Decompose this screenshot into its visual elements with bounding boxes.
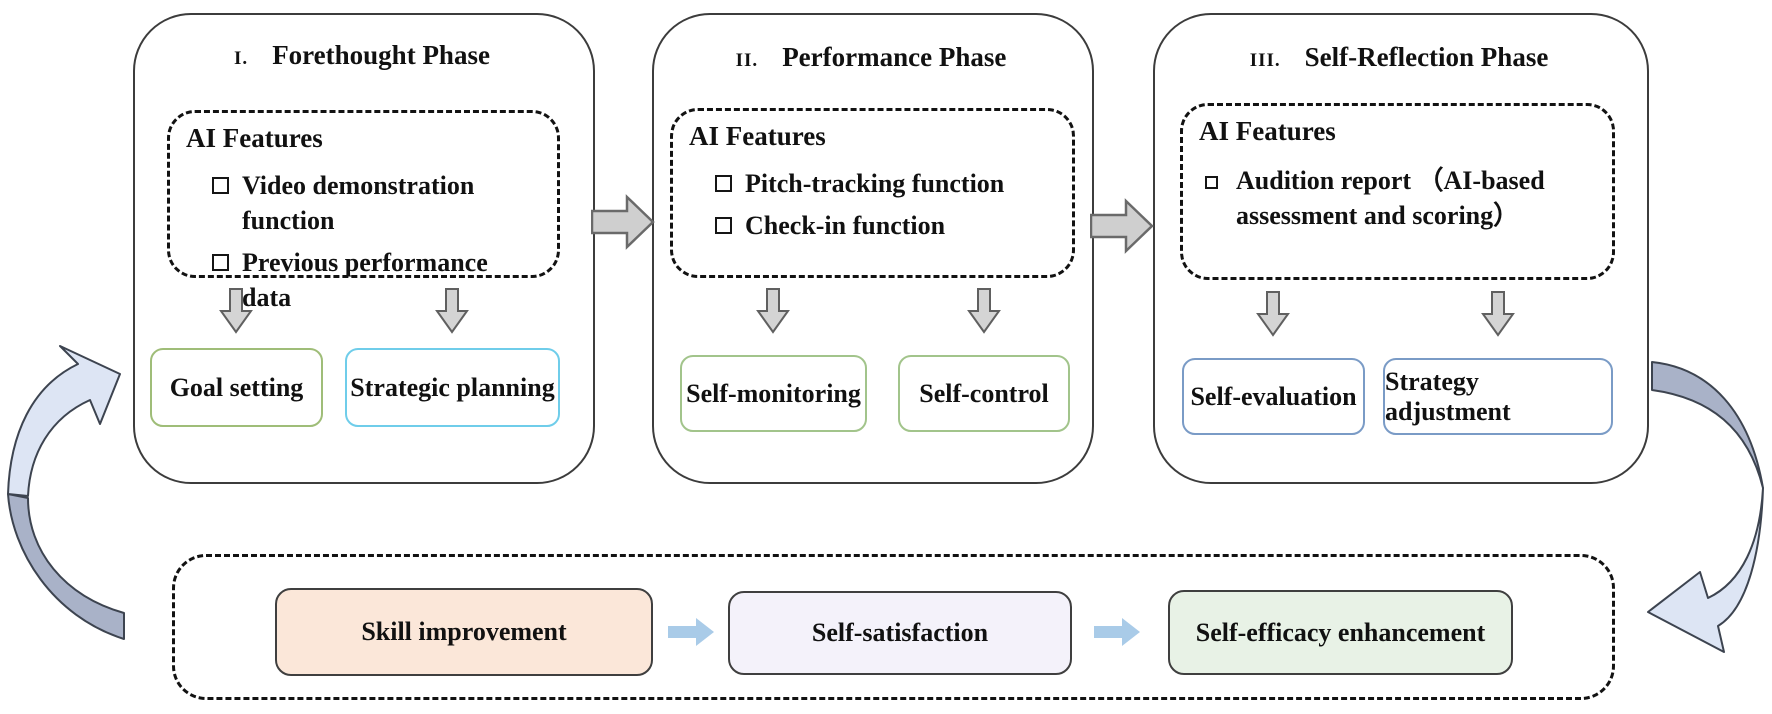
ai-features-heading: AI Features (1199, 116, 1336, 146)
square-bullet-icon (1205, 176, 1218, 189)
phase-title-text: Self-Reflection Phase (1304, 42, 1549, 72)
skill-improvement-box: Skill improvement (275, 588, 653, 676)
ai-features-heading: AI Features (689, 121, 826, 151)
feature-label: Previous performance data (242, 248, 488, 313)
feature-label: Audition report （AI-based assessment and… (1236, 166, 1545, 231)
phase-numeral: I. (234, 48, 249, 69)
ai-features-box-performance: AI Features Pitch-tracking function Chec… (670, 108, 1075, 278)
list-item: Previous performance data (212, 245, 543, 315)
down-arrow-icon (967, 288, 1001, 334)
box-label: Self-efficacy enhancement (1195, 617, 1486, 647)
right-arrow-icon (1090, 198, 1154, 254)
feature-label: Video demonstration function (242, 171, 475, 236)
ai-features-list: Audition report （AI-based assessment and… (1199, 163, 1598, 233)
feature-label: Pitch-tracking function (745, 169, 1005, 198)
box-label: Self-monitoring (686, 378, 861, 408)
strategic-planning-box: Strategic planning (345, 348, 560, 427)
right-arrow-icon (1094, 618, 1140, 646)
box-label: Skill improvement (361, 617, 567, 646)
list-item: Audition report （AI-based assessment and… (1203, 163, 1598, 233)
down-arrow-icon (1481, 291, 1515, 337)
self-efficacy-enhancement-box: Self-efficacy enhancement (1168, 590, 1513, 675)
phase-performance-title: II. Performance Phase (652, 42, 1090, 73)
phase-numeral: III. (1249, 50, 1281, 71)
box-label: Goal setting (169, 372, 304, 402)
ai-features-heading: AI Features (186, 123, 323, 153)
list-item: Video demonstration function (212, 168, 543, 238)
self-satisfaction-box: Self-satisfaction (728, 591, 1072, 675)
ai-features-box-self-reflection: AI Features Audition report （AI-based as… (1180, 103, 1615, 280)
box-label: Self-satisfaction (811, 618, 989, 647)
self-control-box: Self-control (898, 355, 1070, 432)
ai-features-list: Pitch-tracking function Check-in functio… (689, 166, 1058, 243)
box-label: Strategic planning (350, 372, 555, 402)
cycle-arrow-left-icon (7, 345, 125, 640)
ai-features-list: Video demonstration function Previous pe… (186, 168, 543, 315)
phase-title-text: Forethought Phase (272, 40, 490, 70)
cycle-arrow-right-icon (1647, 361, 1764, 653)
down-arrow-icon (435, 288, 469, 334)
self-monitoring-box: Self-monitoring (680, 355, 867, 432)
feature-label: Check-in function (745, 211, 946, 241)
phase-numeral: II. (735, 50, 759, 71)
right-arrow-icon (668, 618, 714, 646)
ai-features-box-forethought: AI Features Video demonstration function… (167, 110, 560, 312)
box-label: Self-control (919, 378, 1049, 408)
list-item: Check-in function (715, 208, 1058, 243)
box-label: Self-evaluation (1190, 381, 1357, 411)
square-bullet-icon (212, 177, 229, 194)
phase-title-text: Performance Phase (782, 42, 1007, 72)
goal-setting-box: Goal setting (150, 348, 323, 427)
box-label: Strategy adjustment (1385, 366, 1511, 426)
down-arrow-icon (756, 288, 790, 334)
phase-forethought-title: I. Forethought Phase (133, 40, 591, 71)
down-arrow-icon (219, 288, 253, 334)
phase-self-reflection-title: III. Self-Reflection Phase (1153, 42, 1645, 73)
right-arrow-icon (591, 194, 655, 250)
square-bullet-icon (715, 217, 732, 235)
square-bullet-icon (212, 254, 229, 272)
down-arrow-icon (1256, 291, 1290, 337)
square-bullet-icon (715, 175, 732, 192)
strategy-adjustment-box: Strategy adjustment (1383, 358, 1613, 435)
self-evaluation-box: Self-evaluation (1182, 358, 1365, 435)
list-item: Pitch-tracking function (715, 166, 1058, 201)
